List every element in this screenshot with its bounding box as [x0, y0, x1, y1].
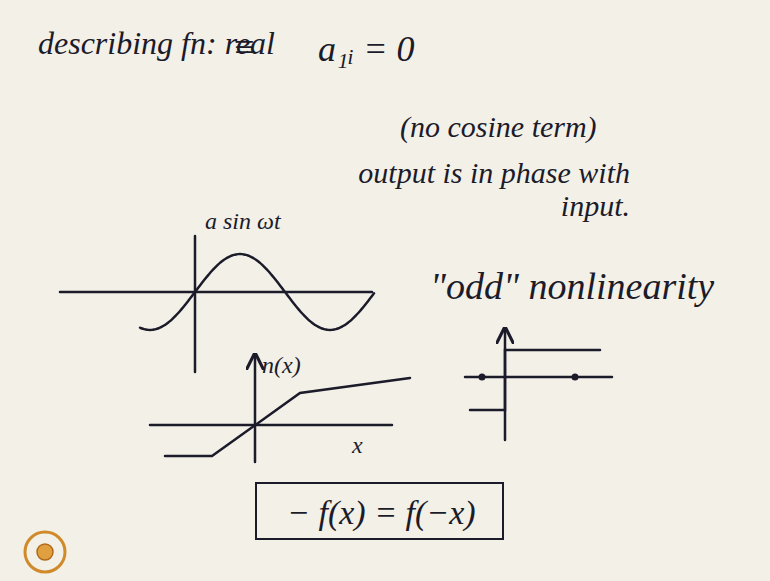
signal-label: a sin ωt [205, 208, 281, 234]
equivalence-sign: ≡ [232, 28, 256, 68]
logo [25, 532, 65, 572]
boxed-equation: − f(x) = f(−x) [255, 482, 504, 540]
amplitude-axis [194, 236, 197, 372]
axis-label: x [352, 432, 363, 458]
equation: − f(x) = f(−x) [287, 494, 472, 531]
n-axis [254, 356, 257, 462]
relay-x-axis [465, 376, 612, 379]
saturation-curve [165, 378, 410, 456]
axis-dot [572, 374, 579, 381]
axis-label: n(x) [262, 352, 301, 378]
axis-dot [479, 374, 486, 381]
note: output is in phase with input. [330, 156, 630, 222]
sine-wave [140, 254, 374, 330]
note: (no cosine term) [400, 110, 597, 143]
note: "odd" nonlinearity [430, 266, 714, 308]
time-axis [60, 291, 372, 294]
relay-curve [470, 350, 600, 410]
coefficient-equation: a₁ᵢ = 0 [318, 30, 415, 70]
x-axis [150, 424, 392, 427]
